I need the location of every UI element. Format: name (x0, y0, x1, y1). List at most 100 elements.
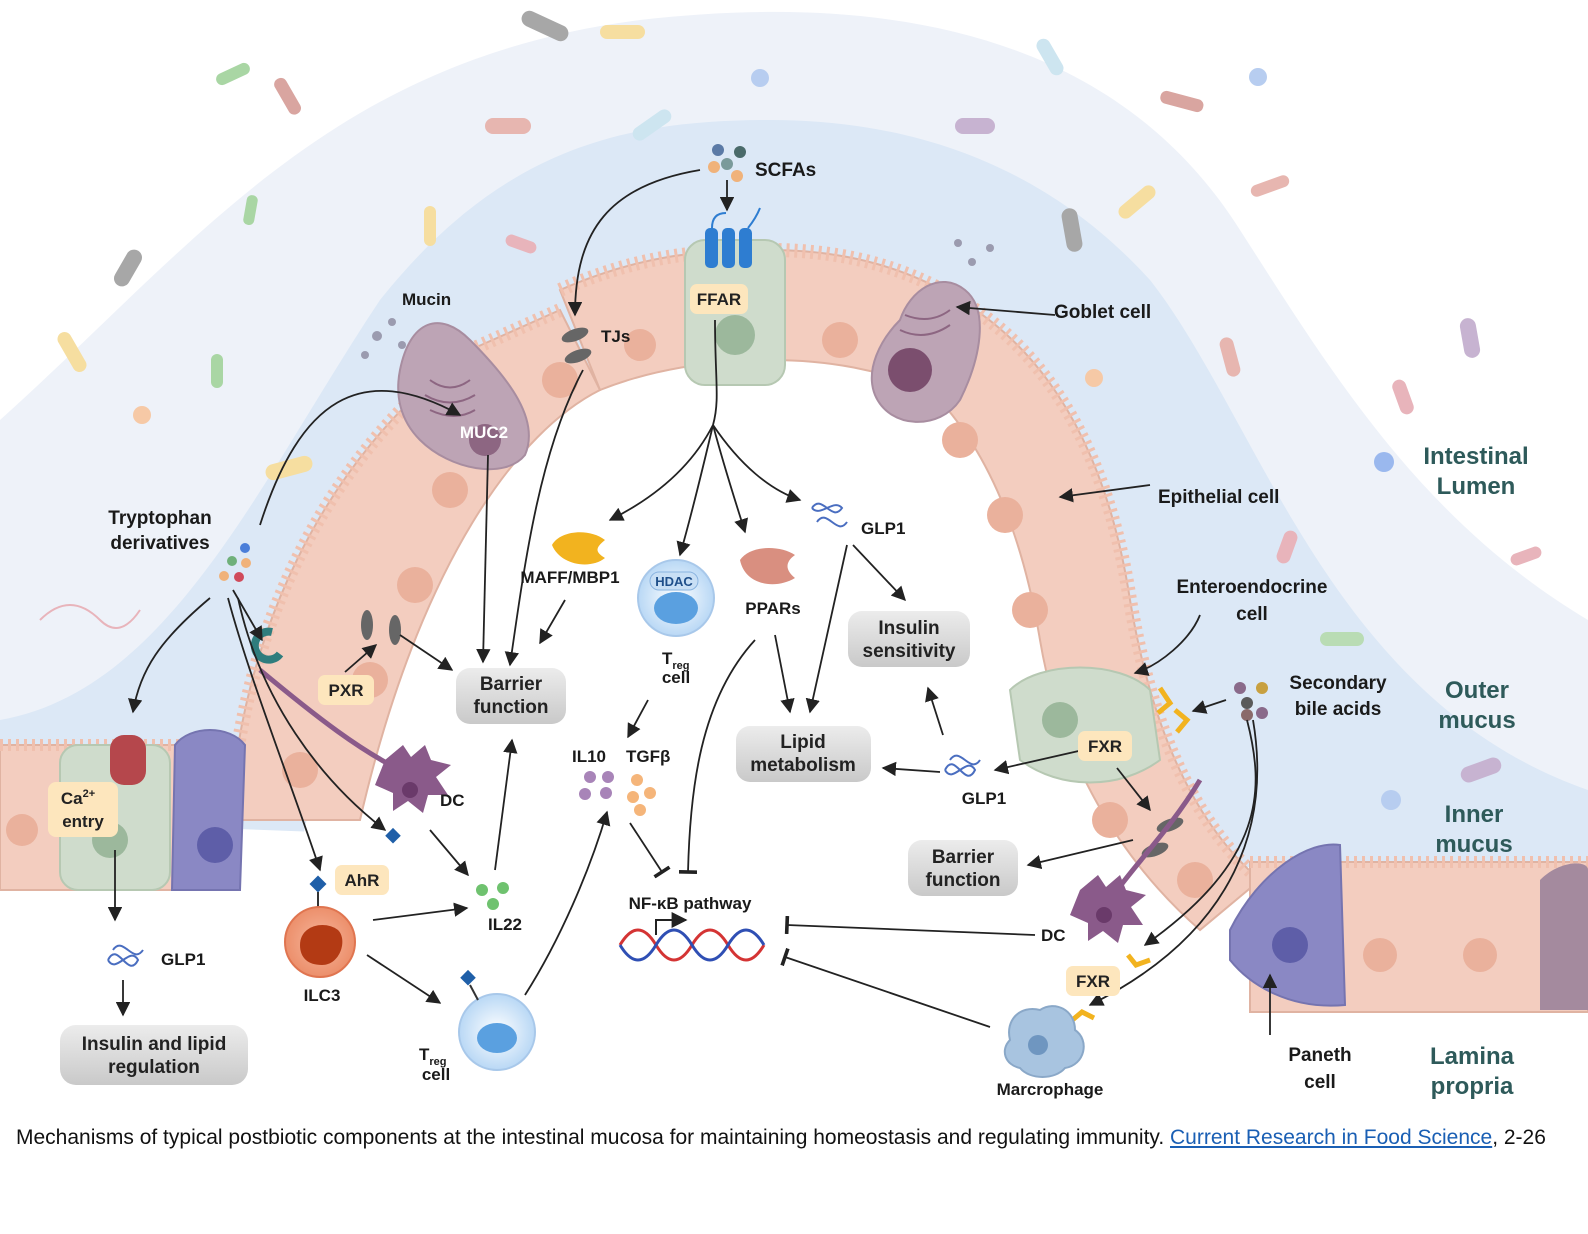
dc-left-label: DC (440, 791, 465, 810)
glp1-top-label: GLP1 (861, 519, 905, 538)
mucin-dots (361, 239, 994, 359)
treg-mid-cell-label: cell (662, 668, 690, 687)
bile-acids-label-line2: bile acids (1295, 699, 1382, 720)
pxr-tag: PXR (318, 675, 374, 705)
scfas-label: SCFAs (755, 160, 816, 181)
paneth-cell-left (170, 729, 247, 891)
zone-outer-line2: mucus (1438, 707, 1515, 734)
figure-caption: Mechanisms of typical postbiotic compone… (16, 1123, 1576, 1153)
paneth-label-line1: Paneth (1288, 1045, 1351, 1066)
caption-suffix: , 2-26 (1492, 1126, 1546, 1149)
enteroendocrine-label-line1: Enteroendocrine (1177, 577, 1328, 598)
svg-text:Barrier: Barrier (932, 847, 995, 868)
svg-text:Insulin: Insulin (878, 618, 939, 639)
dc-right-label: DC (1041, 926, 1066, 945)
goblet-cell-left (397, 322, 530, 471)
caption-source-link[interactable]: Current Research in Food Science (1170, 1126, 1493, 1149)
ca-entry-tag: Ca2+ entry (48, 782, 118, 837)
hdac-label: HDAC (655, 574, 693, 589)
il10-label: IL10 (572, 747, 606, 766)
svg-text:FXR: FXR (1088, 737, 1122, 756)
zone-inner-line1: Inner (1445, 801, 1504, 828)
ffar-tag: FFAR (690, 284, 748, 314)
tryptophan-label-line1: Tryptophan (108, 508, 211, 529)
zone-lumen-line2: Lumen (1437, 473, 1516, 500)
tgfb-dots (627, 774, 656, 816)
enteroendocrine-cell-right (1008, 666, 1162, 784)
paneth-cell-right (1229, 843, 1347, 1007)
svg-text:function: function (474, 697, 549, 718)
macrophage-icon (1003, 1005, 1085, 1078)
goblet-cell-right (870, 280, 981, 423)
dna-helix-icon (618, 912, 766, 962)
il22-label: IL22 (488, 915, 522, 934)
scfa-dots (708, 144, 746, 182)
glp1-mid-icon (944, 754, 981, 777)
arrows (107, 169, 1278, 1035)
pxr-receptor-icon (250, 627, 284, 664)
zone-outer-line1: Outer (1445, 677, 1509, 704)
ffar-receptor-icon (705, 207, 761, 268)
enteroendocrine-label-line2: cell (1236, 604, 1268, 625)
crypt-interior (300, 339, 1150, 1110)
zone-lamina-line2: propria (1431, 1073, 1514, 1100)
ahr-tag: AhR (335, 865, 389, 895)
tjs-label: TJs (601, 327, 630, 346)
bile-acid-dots (1234, 682, 1268, 721)
goblet-cell-edge (1540, 863, 1588, 1010)
treg-mid-label: Treg (662, 649, 690, 672)
treg-low-cell-label: cell (422, 1065, 450, 1084)
outcome-insulin-sensitivity: Insulin sensitivity (848, 611, 970, 667)
zone-lumen-line1: Intestinal (1423, 443, 1528, 470)
tryptophan-label-line2: derivatives (110, 533, 209, 554)
svg-text:FFAR: FFAR (697, 290, 741, 309)
svg-text:Lipid: Lipid (780, 732, 825, 753)
goblet-cell-label: Goblet cell (1054, 302, 1151, 323)
macrophage-label: Marcrophage (997, 1080, 1104, 1099)
svg-text:function: function (926, 870, 1001, 891)
tryptophan-dots (219, 543, 251, 582)
svg-text:FXR: FXR (1076, 972, 1110, 991)
treg-low-label: Treg (419, 1045, 447, 1068)
fxr-lower-tag: FXR (1066, 966, 1120, 996)
muc2-label: MUC2 (460, 423, 508, 442)
zone-lamina-line1: Lamina (1430, 1043, 1515, 1070)
outcome-lipid-metabolism: Lipid metabolism (736, 726, 871, 782)
mucin-label: Mucin (402, 290, 451, 309)
ilc3-label: ILC3 (304, 986, 341, 1005)
ppars-icon (740, 548, 795, 585)
maff-label: MAFF/MBP1 (520, 568, 619, 587)
il22-dots (476, 882, 509, 910)
outcome-insulin-lipid-regulation: Insulin and lipid regulation (60, 1025, 248, 1085)
svg-text:Ca2+: Ca2+ (61, 788, 95, 808)
svg-text:regulation: regulation (108, 1057, 200, 1078)
maff-mbp1-icon (552, 532, 605, 565)
fxr-receptor-upper-icon (1156, 686, 1191, 734)
caption-text: Mechanisms of typical postbiotic compone… (16, 1126, 1171, 1149)
svg-text:entry: entry (62, 812, 104, 831)
epithelial-cell-label: Epithelial cell (1158, 487, 1279, 508)
tgfb-label: TGFβ (626, 747, 670, 766)
fxr-receptor-lower-icon (1068, 1009, 1096, 1024)
svg-text:Insulin and lipid: Insulin and lipid (82, 1034, 227, 1055)
svg-text:Barrier: Barrier (480, 674, 543, 695)
glp1-left-icon (107, 944, 144, 967)
il10-dots (579, 771, 614, 800)
ppars-label: PPARs (745, 599, 800, 618)
nfkb-label: NF-κB pathway (629, 894, 752, 913)
fxr-upper-tag: FXR (1078, 731, 1132, 761)
outcome-barrier-right: Barrier function (908, 840, 1018, 896)
svg-text:sensitivity: sensitivity (863, 641, 956, 662)
ilc3-cell-icon (284, 906, 356, 978)
bile-acids-label-line1: Secondary (1289, 673, 1387, 694)
glp1-top-icon (811, 502, 848, 528)
outcome-barrier-center: Barrier function (456, 668, 566, 724)
zone-inner-line2: mucus (1435, 831, 1512, 858)
glp1-mid-label: GLP1 (962, 789, 1006, 808)
svg-text:PXR: PXR (329, 681, 364, 700)
glp1-left-label: GLP1 (161, 950, 205, 969)
paneth-label-line2: cell (1304, 1072, 1336, 1093)
treg-cell-mid-icon (637, 559, 715, 637)
dc-right-icon (1070, 778, 1203, 968)
